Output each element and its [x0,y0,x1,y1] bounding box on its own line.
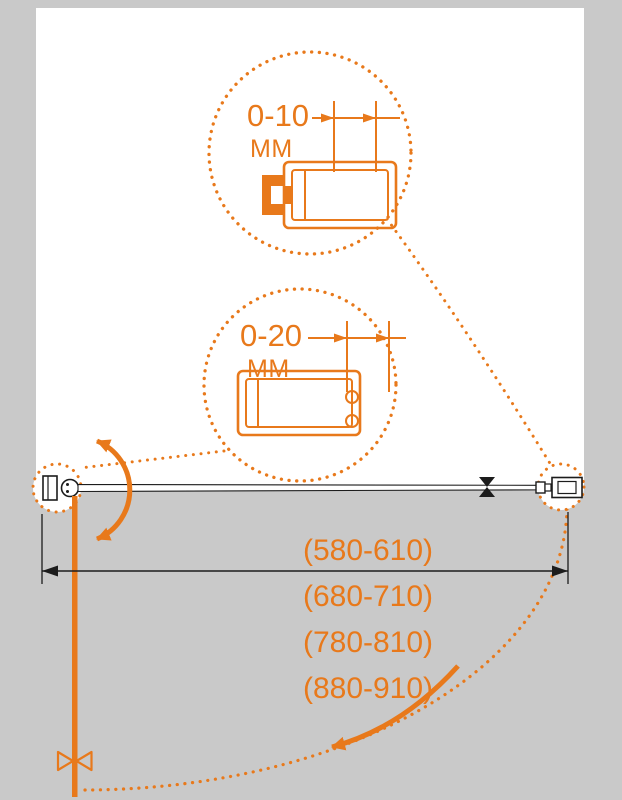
detail-range-top-label: 0-10 [247,98,309,133]
detail-callout-top: 0-10 MM [207,50,413,256]
width-range-label-4: (880-910) [303,672,433,705]
swing-arrow-icon [96,438,133,542]
door-glass-edge [77,483,541,493]
door-open-position [72,496,78,797]
callout-arrow-icon [363,113,376,123]
door-top-view [42,475,583,501]
connector-line-top-detail [385,217,553,467]
door-handle-open-icon [56,750,93,772]
clamp-insert-right [544,483,552,492]
detail-callout-middle: 0-20 MM [202,287,406,483]
adjustment-bracket [262,175,284,215]
screw-boss [345,414,359,428]
glass-clamp-right [535,481,546,494]
width-dimension [41,512,569,584]
wall-profile-cross-section-middle [236,369,362,437]
hinge-pin [66,490,69,493]
dimension-arrow-right-icon [552,565,568,577]
opening-direction-arrow-icon [331,664,460,751]
width-range-label-1: (580-610) [303,534,433,567]
callout-arrow-icon [376,333,389,343]
callout-arrow-icon [321,113,334,123]
detail-range-middle-label: 0-20 [240,318,302,353]
screw-boss [345,390,359,404]
wall-profile-left [42,475,58,501]
hinge-pin [66,483,69,486]
door-handle-icon [479,477,495,497]
width-range-label-2: (680-710) [303,580,433,613]
callout-arrow-icon [334,333,347,343]
wall-profile-right-inner [557,480,577,495]
bracket-tab [284,186,292,204]
profile-outer [236,369,362,437]
width-range-label-3: (780-810) [303,626,433,659]
hinge-knuckle [60,478,80,498]
detail-unit-top-label: MM [250,135,293,163]
wall-profile-cross-section-top [262,160,398,230]
connector-line-middle-detail [78,449,226,470]
detail-circle-top [207,50,413,256]
dimension-arrow-left-icon [42,565,58,577]
